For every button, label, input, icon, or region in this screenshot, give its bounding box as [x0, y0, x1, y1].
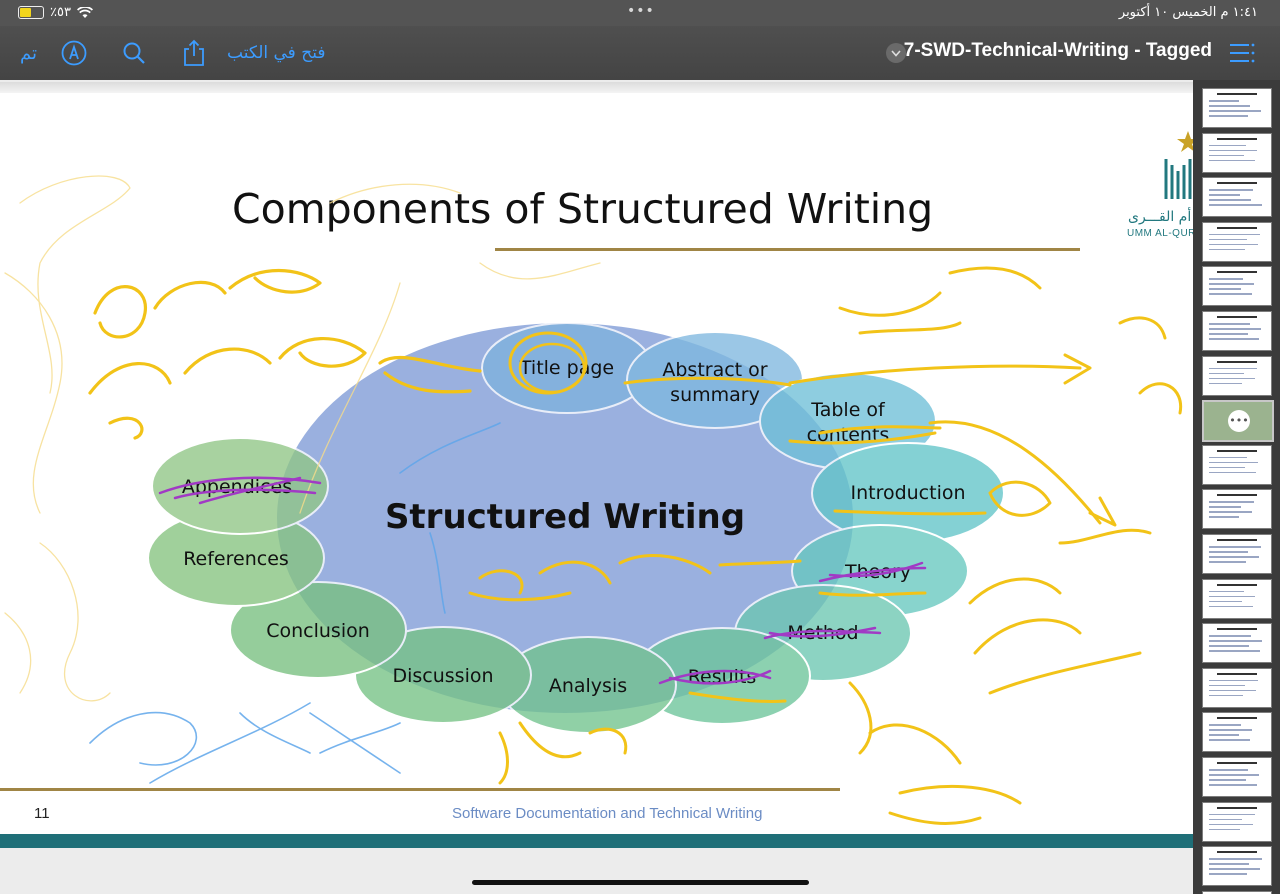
- handwriting-annotations: [4, 175, 1183, 825]
- more-options-icon[interactable]: •••: [1228, 410, 1250, 433]
- share-icon[interactable]: [182, 26, 206, 80]
- page-thumbnail[interactable]: [1202, 266, 1272, 307]
- label-introduction: Introduction: [850, 482, 965, 504]
- center-label: Structured Writing: [385, 497, 745, 537]
- label-references: References: [183, 548, 289, 570]
- document-title[interactable]: 7-SWD-Technical-Writing - Tagged: [903, 40, 1212, 61]
- wifi-icon: [76, 6, 93, 18]
- logo-english-text: UMM AL-QURA: [1127, 228, 1193, 239]
- multitasking-dots[interactable]: •••: [627, 3, 655, 19]
- page-thumbnail[interactable]: [1202, 444, 1272, 485]
- footer-divider: [0, 788, 840, 791]
- page-thumbnail[interactable]: [1202, 489, 1272, 530]
- page-thumbnail[interactable]: [1202, 534, 1272, 574]
- label-abstract-2: summary: [670, 384, 760, 406]
- home-indicator[interactable]: [472, 880, 809, 885]
- slide-title: Components of Structured Writing: [232, 185, 934, 233]
- time-date: ١:٤١ م الخميس ١٠ أكتوبر: [1118, 5, 1258, 20]
- oval-appendices: [151, 437, 329, 535]
- page-thumbnail[interactable]: [1202, 132, 1272, 173]
- markup-pen-icon[interactable]: [61, 26, 87, 80]
- page-thumbnail[interactable]: [1202, 846, 1272, 887]
- battery-icon: [18, 6, 44, 19]
- oval-discussion: [354, 626, 532, 724]
- label-title-page: Title page: [519, 357, 614, 379]
- page-thumbnail[interactable]: [1202, 623, 1272, 664]
- thumbnail-sidebar[interactable]: •••: [1193, 80, 1280, 894]
- page-thumbnail[interactable]: [1202, 667, 1272, 708]
- page-thumbnail[interactable]: [1202, 355, 1272, 396]
- oval-conclusion: [229, 581, 407, 679]
- university-logo: [1164, 131, 1193, 199]
- page-top-edge: [0, 82, 1193, 93]
- list-icon[interactable]: [1229, 26, 1255, 80]
- page-thumbnail[interactable]: [1202, 757, 1272, 797]
- viewer-toolbar: تم فتح في الكتب 7-SWD-Technical-Writing …: [0, 26, 1280, 80]
- label-abstract: Abstract or: [662, 359, 767, 381]
- open-in-books-button[interactable]: فتح في الكتب: [227, 43, 326, 63]
- done-button[interactable]: تم: [20, 42, 37, 64]
- label-analysis: Analysis: [549, 675, 627, 697]
- chevron-down-icon[interactable]: [886, 43, 906, 63]
- structured-writing-diagram: Title page Abstract or summary Table of …: [147, 322, 1005, 734]
- status-bar: ٪٥٣ ••• ١:٤١ م الخميس ١٠ أكتوبر: [0, 0, 1280, 26]
- page-thumbnail[interactable]: [1202, 890, 1272, 894]
- page-thumbnail[interactable]: [1202, 578, 1272, 619]
- page-thumbnail[interactable]: [1202, 177, 1272, 218]
- page-number: 11: [34, 805, 50, 822]
- slide-footer: Software Documentation and Technical Wri…: [452, 805, 763, 822]
- battery-indicator: ٪٥٣: [18, 5, 93, 20]
- page-thumbnail[interactable]: [1202, 221, 1272, 262]
- page-thumbnail[interactable]: [1202, 801, 1272, 842]
- battery-percent: ٪٥٣: [50, 5, 71, 20]
- label-conclusion: Conclusion: [266, 620, 370, 642]
- label-discussion: Discussion: [392, 665, 493, 687]
- search-icon[interactable]: [122, 26, 146, 80]
- logo-arabic-text: أم القـــرى: [1128, 209, 1192, 225]
- title-divider: [495, 248, 1080, 251]
- page-thumbnail[interactable]: [1202, 88, 1272, 128]
- slide-page[interactable]: Components of Structured Writing Title p…: [0, 93, 1193, 837]
- slide-bottom-band: [0, 834, 1193, 848]
- page-thumbnail[interactable]: [1202, 712, 1272, 753]
- page-thumbnail[interactable]: [1202, 311, 1272, 351]
- label-method: Method: [787, 622, 858, 644]
- page-thumbnail[interactable]: •••: [1202, 400, 1274, 443]
- label-toc: Table of: [810, 399, 886, 421]
- label-theory: Theory: [844, 561, 911, 583]
